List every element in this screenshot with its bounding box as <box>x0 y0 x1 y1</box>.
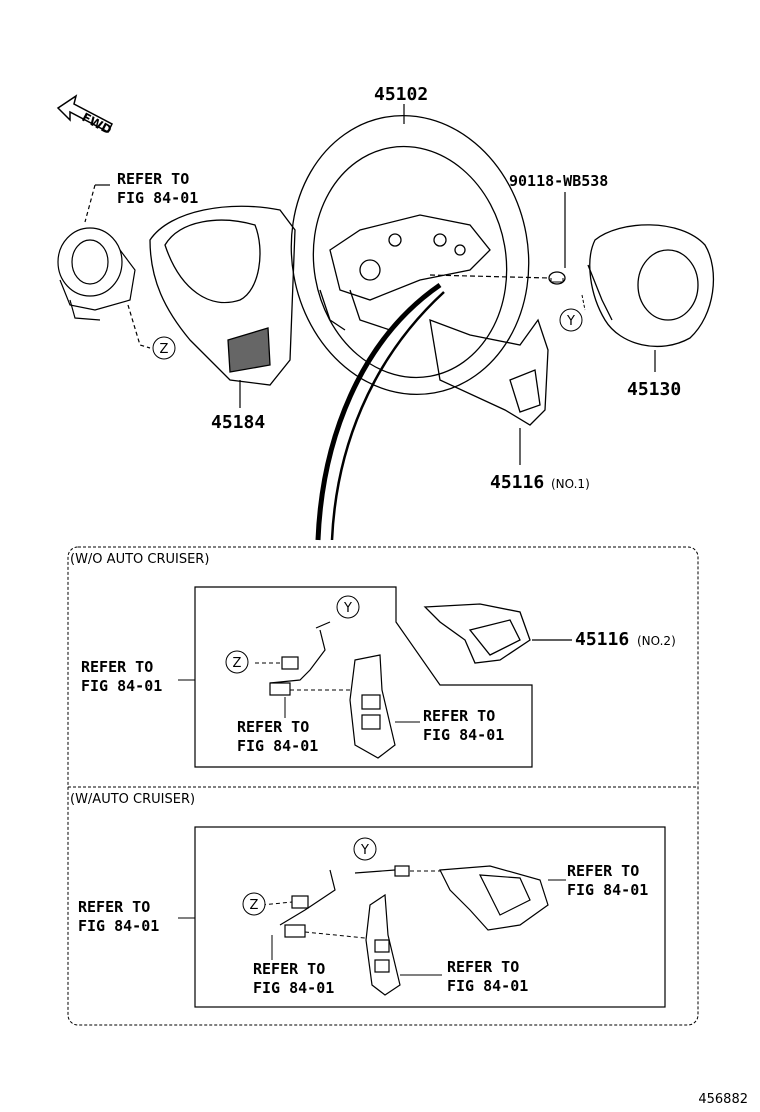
marker-z-top-label: Z <box>160 342 169 357</box>
top-refer-line2: FIG 84-01 <box>117 189 198 207</box>
part-45102-label: 45102 <box>374 84 428 105</box>
marker-z-wo-label: Z <box>233 656 242 671</box>
w-right-refer-line1: REFER TO <box>447 958 519 976</box>
part-45116-no2-label: 45116 <box>575 629 629 650</box>
wo-mid-refer-line2: FIG 84-01 <box>237 737 318 755</box>
w-inner-box <box>194 826 666 1008</box>
marker-z-w-label: Z <box>250 898 259 913</box>
w-left-refer-line1: REFER TO <box>78 898 150 916</box>
marker-y-wo-label: Y <box>343 601 352 616</box>
spoke-cover-no2-drawing <box>423 603 531 664</box>
part-90118-label: 90118-WB538 <box>509 172 608 190</box>
w-right-refer-line2: FIG 84-01 <box>447 977 528 995</box>
wo-right-refer-line1: REFER TO <box>423 707 495 725</box>
w-right-top-refer-line2: FIG 84-01 <box>567 881 648 899</box>
w-mid-refer-line2: FIG 84-01 <box>253 979 334 997</box>
variants-frame <box>67 546 699 1026</box>
part-45184-label: 45184 <box>211 412 265 433</box>
part-45116-no1-suffix: (NO.1) <box>551 477 590 491</box>
w-mid-refer-line1: REFER TO <box>253 960 325 978</box>
marker-z-w <box>242 892 266 916</box>
wo-switch-drawing <box>269 629 396 759</box>
marker-y-top-label: Y <box>566 314 575 329</box>
section-with-cruiser: (W/AUTO CRUISER) <box>70 792 195 807</box>
steering-wheel-drawing <box>290 114 530 396</box>
marker-z-wo <box>225 650 249 674</box>
w-right-top-refer-line1: REFER TO <box>567 862 639 880</box>
marker-y-w-label: Y <box>360 843 369 858</box>
marker-y-top <box>559 308 583 332</box>
cable-drawing <box>315 282 442 541</box>
wo-mid-refer-line1: REFER TO <box>237 718 309 736</box>
wo-left-refer-line1: REFER TO <box>81 658 153 676</box>
w-left-refer-line2: FIG 84-01 <box>78 917 159 935</box>
bolt-drawing <box>548 271 566 285</box>
spiral-cable-drawing <box>57 227 136 321</box>
fwd-label: FWD <box>80 110 114 137</box>
marker-y-wo <box>336 595 360 619</box>
figure-number: 456882 <box>698 1092 748 1107</box>
fwd-arrow-icon: FWD <box>56 94 114 137</box>
marker-y-w <box>353 837 377 861</box>
wo-right-refer-line2: FIG 84-01 <box>423 726 504 744</box>
wo-inner-box <box>194 586 533 768</box>
part-45130-label: 45130 <box>627 379 681 400</box>
spoke-cover-no1-drawing <box>429 318 549 426</box>
airbag-drawing <box>587 224 715 348</box>
wo-left-refer-line2: FIG 84-01 <box>81 677 162 695</box>
marker-z-top <box>152 336 176 360</box>
lower-cover-drawing <box>149 205 296 386</box>
part-45116-no1-label: 45116 <box>490 472 544 493</box>
part-45116-no2-suffix: (NO.2) <box>637 634 676 648</box>
top-refer-line1: REFER TO <box>117 170 189 188</box>
section-without-cruiser: (W/O AUTO CRUISER) <box>70 552 209 567</box>
